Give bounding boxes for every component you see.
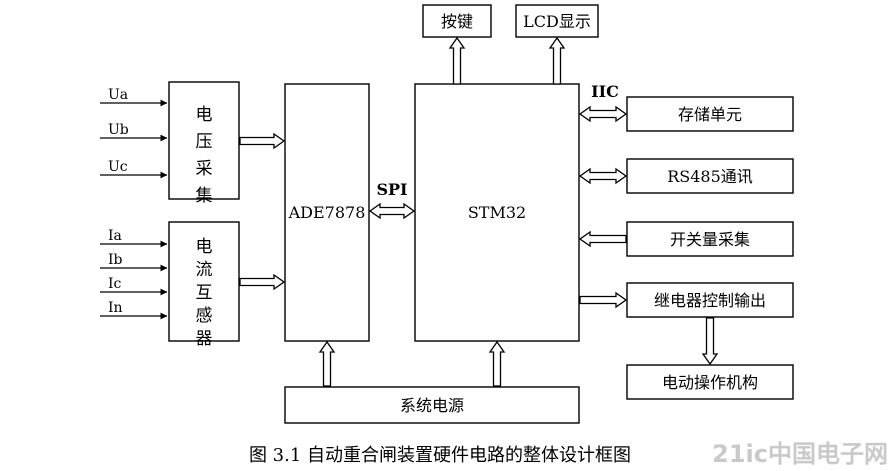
spi-bus-arrow xyxy=(368,202,416,220)
signal-label-ib: Ib xyxy=(108,252,123,268)
stm-to-relay-arrow xyxy=(579,291,628,309)
iic-bus-label: IIC xyxy=(591,82,619,101)
lcd-label: LCD显示 xyxy=(523,12,591,31)
current-signals: Ia Ib Ic In xyxy=(100,228,168,320)
switch-to-stm-arrow xyxy=(578,230,627,248)
key-label: 按键 xyxy=(441,12,473,31)
power-to-ade-arrow xyxy=(318,340,336,387)
watermark-logo: 21ic中国电子网 xyxy=(712,440,888,468)
voltage-acquisition-block: 电压采集 xyxy=(168,81,240,206)
switch-input-block: 开关量采集 xyxy=(626,221,794,257)
signal-label-ub: Ub xyxy=(108,122,129,138)
current-transformer-label: 电流互感器 xyxy=(196,237,213,349)
signal-label-uc: Uc xyxy=(108,159,128,175)
actuator-block: 电动操作机构 xyxy=(626,364,794,400)
relay-to-actuator-arrow xyxy=(701,317,719,366)
lcd-block: LCD显示 xyxy=(515,4,599,38)
switch-input-label: 开关量采集 xyxy=(670,230,750,249)
signal-label-in: In xyxy=(108,300,123,316)
power-to-stm-arrow xyxy=(488,340,506,387)
stm-to-lcd-arrow xyxy=(548,36,566,85)
storage-label: 存储单元 xyxy=(678,105,742,124)
signal-label-ia: Ia xyxy=(108,228,122,244)
system-power-block: 系统电源 xyxy=(284,386,580,424)
stm32-block: STM32 xyxy=(414,83,580,342)
rs485-link-arrow xyxy=(578,167,628,185)
rs485-label: RS485通讯 xyxy=(667,167,753,186)
relay-output-block: 继电器控制输出 xyxy=(626,282,794,318)
relay-output-label: 继电器控制输出 xyxy=(654,291,766,310)
iic-storage-arrow xyxy=(578,105,628,123)
voltage-acquisition-label: 电压采集 xyxy=(196,105,213,206)
key-block: 按键 xyxy=(422,4,492,38)
current-to-ade-arrow xyxy=(239,273,286,291)
figure-caption: 图 3.1 自动重合闸装置硬件电路的整体设计框图 xyxy=(249,445,631,466)
signal-label-ic: Ic xyxy=(108,276,122,292)
storage-block: 存储单元 xyxy=(626,96,794,132)
actuator-label: 电动操作机构 xyxy=(662,373,758,392)
voltage-signals: Ua Ub Uc xyxy=(100,87,168,179)
rs485-block: RS485通讯 xyxy=(626,158,794,194)
stm32-label: STM32 xyxy=(468,203,526,222)
ade7878-label: ADE7878 xyxy=(288,203,366,222)
current-transformer-block: 电流互感器 xyxy=(168,221,240,349)
stm-to-key-arrow xyxy=(448,36,466,85)
system-power-label: 系统电源 xyxy=(400,396,464,415)
signal-label-ua: Ua xyxy=(108,87,128,103)
spi-bus-label: SPI xyxy=(376,180,407,199)
voltage-to-ade-arrow xyxy=(239,132,286,150)
ade7878-block: ADE7878 xyxy=(284,83,370,342)
